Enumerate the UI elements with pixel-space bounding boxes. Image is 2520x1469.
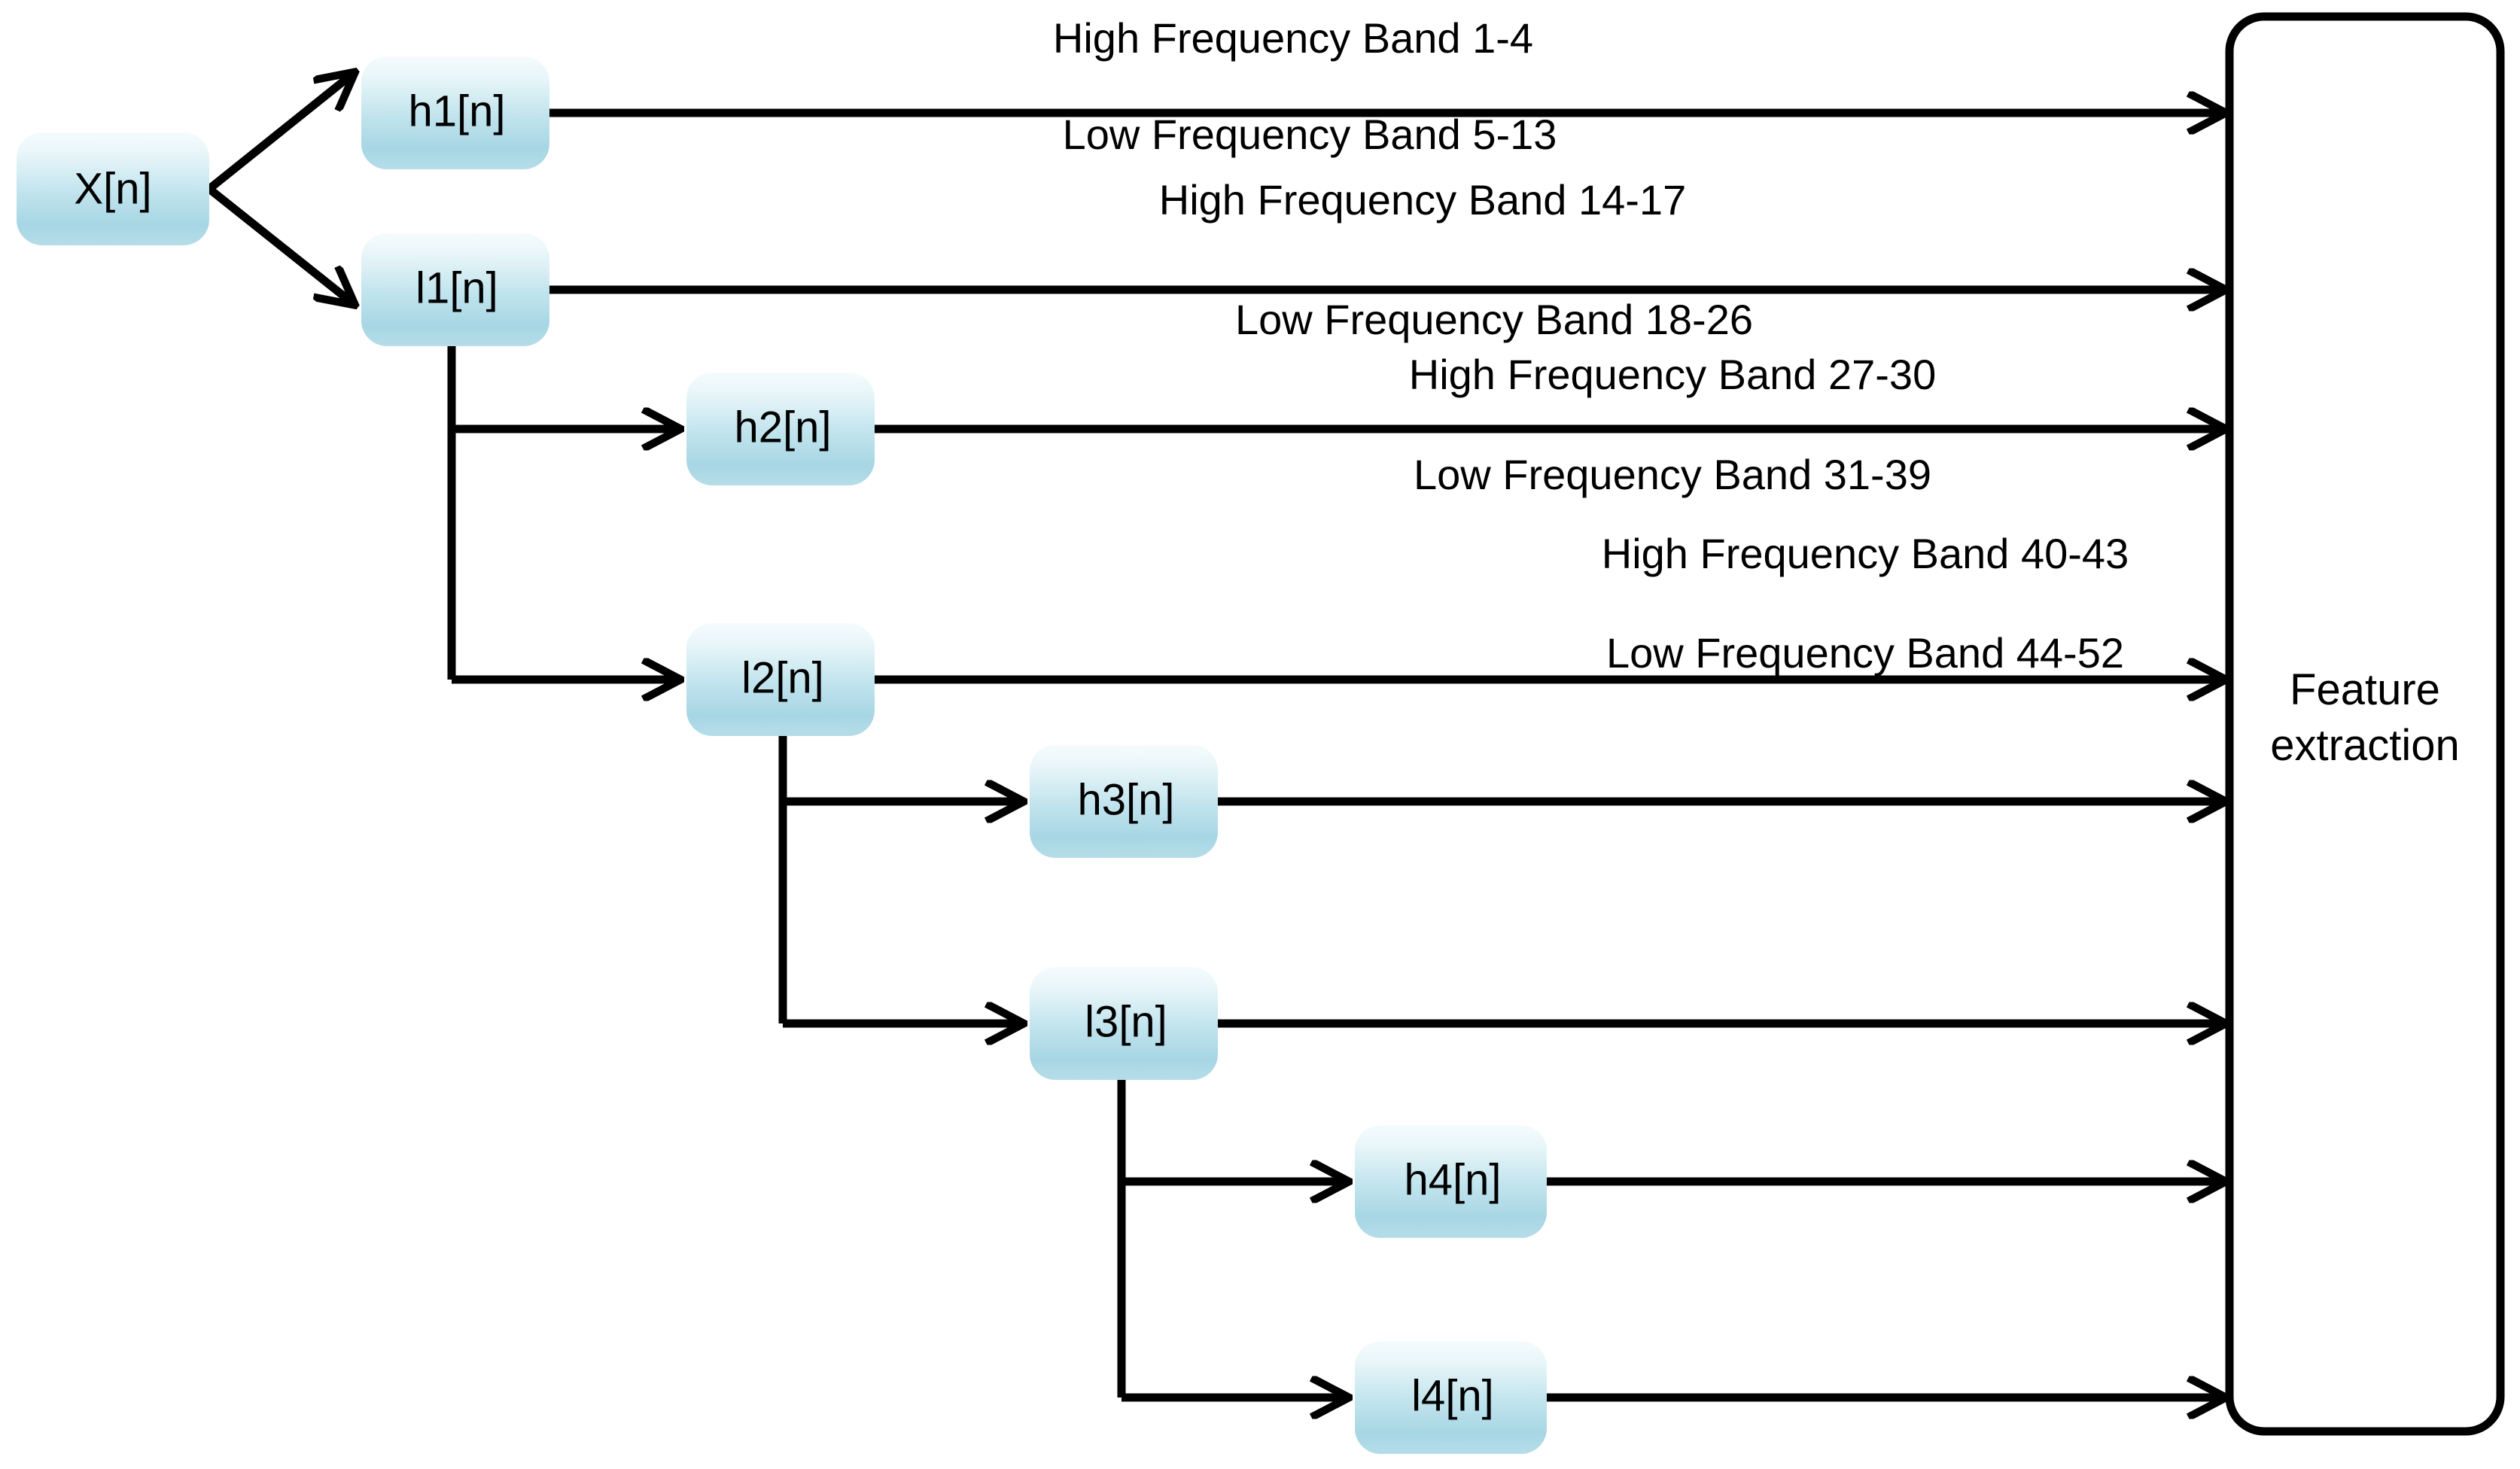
band-label-18-26: Low Frequency Band 18-26 xyxy=(1235,296,1753,343)
band-label-5-13: Low Frequency Band 5-13 xyxy=(1063,111,1557,158)
node-l2-rect xyxy=(686,623,875,736)
feature-extraction-label-line1: Feature xyxy=(2290,665,2440,714)
node-l1-label: l1[n] xyxy=(415,263,498,312)
wires-layer xyxy=(206,73,2224,1398)
band-label-40-43: High Frequency Band 40-43 xyxy=(1602,530,2129,577)
node-l1[interactable]: l1[n] xyxy=(361,233,549,346)
band-labels-layer: High Frequency Band 1-4 Low Frequency Ba… xyxy=(1053,14,2129,677)
node-x-label: X[n] xyxy=(74,164,151,213)
node-l2-label: l2[n] xyxy=(741,653,824,702)
node-h4-label: h4[n] xyxy=(1405,1155,1502,1204)
node-h2[interactable]: h2[n] xyxy=(686,373,875,485)
node-l2[interactable]: l2[n] xyxy=(686,623,875,736)
node-x[interactable]: X[n] xyxy=(17,132,209,245)
node-h3-label: h3[n] xyxy=(1078,775,1175,824)
band-label-27-30: High Frequency Band 27-30 xyxy=(1409,351,1936,398)
wire-x-to-l1 xyxy=(206,185,354,304)
node-l1-rect xyxy=(361,233,549,346)
node-h1[interactable]: h1[n] xyxy=(361,56,549,169)
node-h2-label: h2[n] xyxy=(735,403,832,452)
feature-extraction-label-line2: extraction xyxy=(2270,721,2459,770)
wire-x-to-h1 xyxy=(206,73,354,193)
node-h1-label: h1[n] xyxy=(409,87,506,135)
node-l3[interactable]: l3[n] xyxy=(1030,967,1218,1080)
band-label-1-4: High Frequency Band 1-4 xyxy=(1053,14,1533,62)
node-l4-rect xyxy=(1355,1341,1547,1454)
band-label-31-39: Low Frequency Band 31-39 xyxy=(1414,451,1931,498)
node-l4[interactable]: l4[n] xyxy=(1355,1341,1547,1454)
band-label-44-52: Low Frequency Band 44-52 xyxy=(1606,629,2124,677)
node-h4[interactable]: h4[n] xyxy=(1355,1125,1547,1238)
node-l3-label: l3[n] xyxy=(1085,997,1167,1046)
feature-extraction-rect xyxy=(2225,12,2505,1436)
node-l3-rect xyxy=(1030,967,1218,1080)
node-h2-rect xyxy=(686,373,875,485)
band-label-14-17: High Frequency Band 14-17 xyxy=(1159,176,1686,224)
node-x-rect xyxy=(17,132,209,245)
feature-extraction-box[interactable]: Feature extraction xyxy=(2225,12,2505,1436)
node-h4-rect xyxy=(1355,1125,1547,1238)
node-h3[interactable]: h3[n] xyxy=(1030,745,1218,858)
node-h3-rect xyxy=(1030,745,1218,858)
node-l4-label: l4[n] xyxy=(1411,1371,1494,1420)
node-h1-rect xyxy=(361,56,549,169)
